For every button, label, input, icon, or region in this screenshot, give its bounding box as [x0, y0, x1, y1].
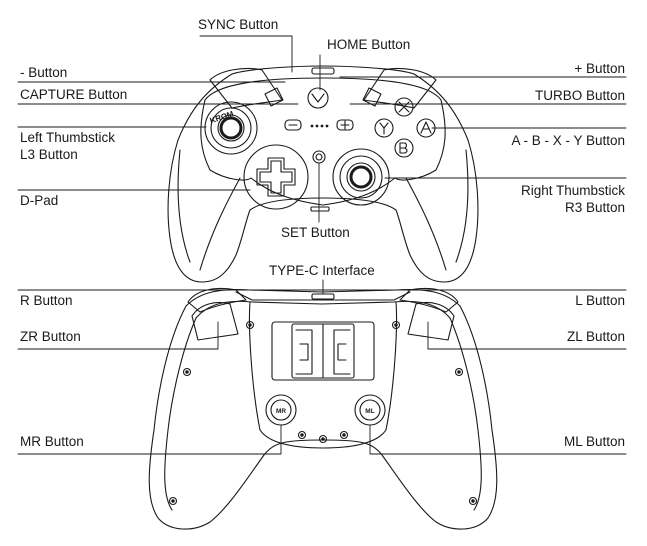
plus-button-label: + Button [574, 61, 625, 76]
left-thumbstick-label-line2: L3 Button [20, 147, 78, 162]
zl-button [407, 301, 455, 341]
sync-button [311, 67, 335, 75]
abxy-button-label: A - B - X - Y Button [511, 133, 625, 148]
dpad [243, 144, 309, 210]
plus-button [336, 119, 354, 131]
dpad-label: D-Pad [20, 193, 59, 208]
home-button [307, 87, 329, 109]
r-button [187, 287, 247, 313]
set-button-label: SET Button [281, 225, 350, 240]
front-body-outline [167, 65, 479, 283]
led-indicators [310, 124, 329, 128]
minus-button-label: - Button [20, 65, 68, 80]
battery-bay [271, 321, 375, 381]
l-button-label: L Button [575, 293, 625, 308]
minus-button [284, 119, 302, 131]
r-button-label: R Button [20, 293, 73, 308]
abxy-buttons [374, 97, 436, 158]
typec-port [311, 293, 335, 300]
capture-button [264, 87, 284, 107]
svg-text:MR: MR [276, 408, 286, 415]
turbo-button [362, 87, 382, 107]
ml-paddle: ML [354, 394, 386, 426]
right-thumbstick-label-line2: R3 Button [564, 200, 625, 215]
ml-button-label: ML Button [563, 434, 625, 449]
mr-paddle: MR [265, 394, 297, 426]
right-thumbstick-label: Right Thumbstick R3 Button [521, 182, 625, 216]
leader-lines [17, 35, 627, 455]
back-center-panel [248, 301, 398, 449]
x-button [394, 97, 414, 117]
zl-button-label: ZL Button [566, 329, 625, 344]
capture-button-label: CAPTURE Button [20, 87, 128, 102]
front-faceplate [200, 77, 446, 206]
svg-text:ML: ML [365, 408, 374, 415]
sync-button-label: SYNC Button [198, 17, 279, 32]
left-thumbstick [204, 101, 258, 155]
l-button [399, 287, 459, 313]
left-thumbstick-label: Left Thumbstick L3 Button [20, 129, 115, 163]
home-button-label: HOME Button [327, 37, 411, 52]
mr-button-label: MR Button [20, 434, 84, 449]
back-body-outline [148, 289, 498, 530]
right-thumbstick-label-line1: Right Thumbstick [520, 183, 625, 198]
b-button [394, 138, 414, 158]
right-thumbstick [332, 148, 390, 206]
turbo-button-label: TURBO Button [534, 88, 625, 103]
set-button [312, 150, 326, 164]
zr-button [191, 301, 239, 341]
front-left-bumper [209, 67, 283, 109]
typec-interface-label: TYPE-C Interface [269, 263, 375, 278]
screws [168, 320, 478, 506]
zr-button-label: ZR Button [20, 329, 81, 344]
left-thumbstick-label-line1: Left Thumbstick [20, 130, 116, 145]
y-button [374, 118, 394, 138]
front-controller: KROM [167, 65, 479, 283]
back-controller: MR ML [148, 287, 498, 530]
front-right-bumper [363, 67, 437, 109]
